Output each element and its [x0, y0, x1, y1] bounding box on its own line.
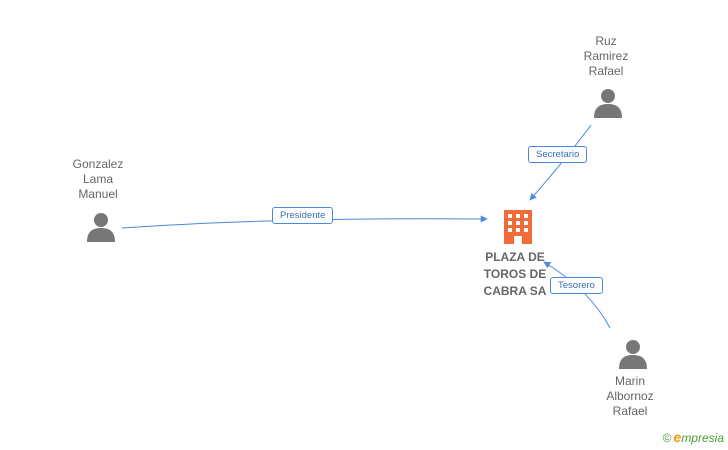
edge-label-tesorero[interactable]: Tesorero — [550, 277, 603, 294]
person-name-line: Ruz — [595, 34, 617, 48]
brand-initial: e — [673, 429, 682, 445]
copyright-symbol: © — [662, 431, 672, 445]
person-name-gonzalez[interactable]: Gonzalez Lama Manuel — [48, 157, 148, 202]
edge-label-secretario[interactable]: Secretario — [528, 146, 588, 163]
brand-name: mpresia — [681, 431, 724, 445]
edge-label-presidente[interactable]: Presidente — [272, 207, 334, 224]
company-name-line: CABRA SA — [483, 284, 547, 298]
company-name[interactable]: PLAZA DE TOROS DE CABRA SA — [475, 249, 555, 300]
person-name-line: Marin — [614, 374, 645, 388]
person-icon[interactable] — [618, 339, 648, 369]
person-icon[interactable] — [593, 88, 623, 118]
person-name-line: Rafael — [588, 64, 624, 78]
building-icon[interactable] — [502, 210, 534, 244]
company-name-line: PLAZA DE — [485, 250, 545, 264]
person-icon[interactable] — [86, 212, 116, 242]
person-name-line: Manuel — [78, 187, 118, 201]
person-name-line: Lama — [82, 172, 114, 186]
brand-logo: ©empresia — [663, 429, 724, 445]
person-name-marin[interactable]: Marin Albornoz Rafael — [580, 374, 680, 419]
person-name-ruz[interactable]: Ruz Ramirez Rafael — [556, 34, 656, 79]
company-name-line: TOROS DE — [483, 267, 547, 281]
person-name-line: Albornoz — [606, 389, 654, 403]
person-name-line: Gonzalez — [72, 157, 124, 171]
person-name-line: Rafael — [612, 404, 648, 418]
person-name-line: Ramirez — [583, 49, 629, 63]
